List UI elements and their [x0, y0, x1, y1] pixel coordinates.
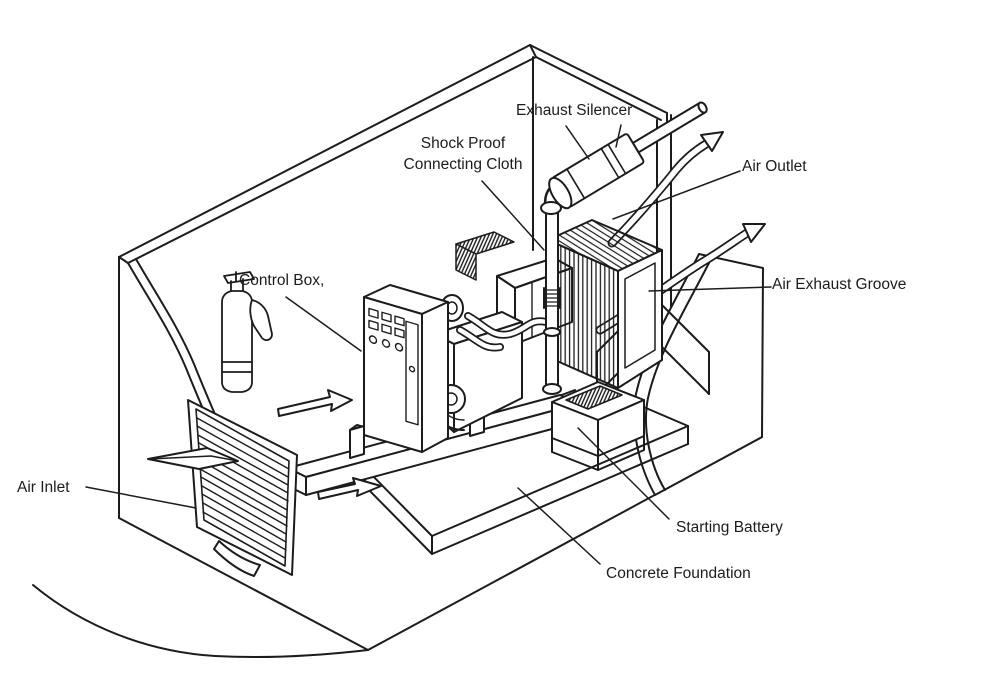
label-air-exhaust-groove: Air Exhaust Groove	[772, 276, 907, 293]
leader-starting-battery	[577, 427, 670, 520]
airflow-arrow-inlet-upper	[277, 389, 353, 417]
control-box	[363, 284, 449, 453]
air-inlet-flow-ribbon	[147, 447, 239, 470]
label-shock-proof-line1: Shock Proof	[420, 135, 506, 152]
label-exhaust-silencer: Exhaust Silencer	[516, 102, 633, 119]
leader-air-exhaust-groove	[648, 286, 772, 292]
starting-battery	[551, 381, 645, 471]
label-air-inlet: Air Inlet	[17, 479, 70, 496]
radiator	[547, 219, 663, 389]
leader-control-box	[285, 296, 362, 352]
label-shock-proof-line2: Connecting Cloth	[403, 155, 523, 173]
label-shock-proof: Shock Proof Connecting Cloth	[390, 134, 536, 176]
vent-louvers	[196, 417, 290, 559]
label-concrete-foundation: Concrete Foundation	[606, 565, 751, 582]
leader-air-outlet	[612, 170, 741, 220]
airflow-arrow-top	[607, 131, 724, 248]
leader-lines	[85, 124, 772, 565]
label-control-box: Control Box,	[239, 272, 325, 289]
leader-air-inlet	[85, 486, 197, 509]
leader-exhaust-silencer-2	[615, 124, 622, 148]
label-starting-battery: Starting Battery	[676, 519, 783, 536]
control-panel	[368, 307, 419, 426]
leader-shock-proof	[481, 180, 545, 251]
leader-exhaust-silencer-1	[565, 125, 590, 160]
label-air-outlet: Air Outlet	[742, 158, 807, 175]
air-inlet-vent	[187, 399, 298, 577]
exhaust-silencer	[548, 101, 708, 210]
airflow-arrow-inlet-lower	[317, 477, 382, 500]
leader-concrete-foundation	[517, 487, 601, 565]
fire-extinguisher	[221, 271, 273, 393]
